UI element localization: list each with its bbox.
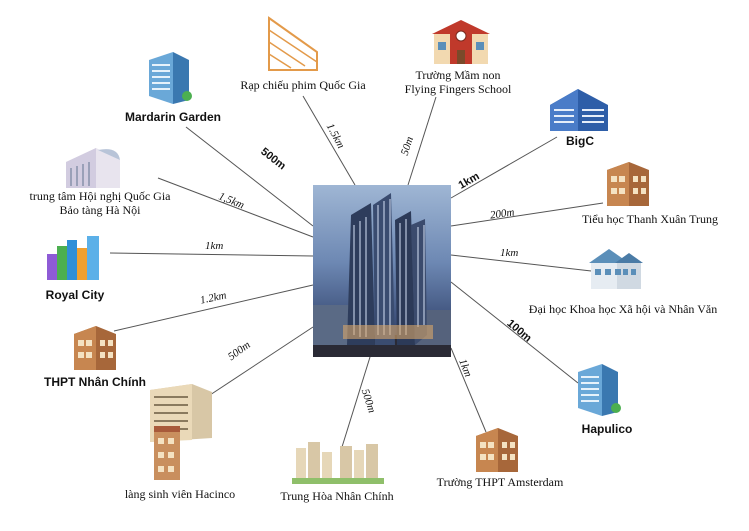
- place-label: Rạp chiếu phim Quốc Gia: [240, 78, 366, 92]
- dormitory-building-icon: [148, 382, 214, 487]
- place-label: Hapulico: [581, 422, 633, 436]
- place-amsterdam: Trường THPT Amsterdam: [425, 475, 575, 489]
- line-rap: [302, 95, 356, 186]
- school-building-icon: [70, 322, 120, 377]
- line-hapulico: [450, 281, 579, 384]
- line-nhanchinh: [113, 284, 314, 332]
- place-label: Mardarin Garden: [124, 110, 222, 124]
- place-trunghoa: Trung Hòa Nhân Chính: [262, 489, 412, 503]
- place-daihoc: Đại học Khoa học Xã hội và Nhân Văn: [503, 302, 743, 316]
- place-label: trung tâm Hội nghị Quốc Gia: [29, 189, 171, 203]
- place-nhanchinh: THPT Nhân Chính: [40, 375, 150, 389]
- line-daihoc: [450, 254, 601, 273]
- place-label: làng sinh viên Hacinco: [124, 487, 236, 501]
- office-building-icon: [572, 362, 624, 423]
- line-tieuhoc: [450, 202, 604, 227]
- distance-daihoc: 1km: [500, 247, 519, 259]
- line-hoinghi: [157, 177, 314, 238]
- place-mardarin: Mardarin Garden: [118, 110, 228, 124]
- place-label: Tiểu học Thanh Xuân Trung: [581, 212, 718, 226]
- office-building-icon: [143, 50, 195, 111]
- school-building-icon: [603, 158, 653, 213]
- line-trunghoa: [341, 356, 371, 448]
- cinema-building-icon: [265, 12, 321, 79]
- city-towers-icon: [292, 438, 384, 489]
- place-mamnon: Trường Mầm non Flying Fingers School: [388, 68, 528, 96]
- place-hapulico: Hapulico: [572, 422, 642, 436]
- school-building-icon: [472, 424, 522, 479]
- convention-center-icon: [62, 140, 124, 197]
- line-royal: [109, 252, 314, 257]
- place-label: Trường THPT Amsterdam: [436, 475, 564, 489]
- line-amsterdam: [450, 347, 487, 433]
- place-rap: Rạp chiếu phim Quốc Gia: [228, 78, 378, 92]
- place-label: Royal City: [45, 288, 105, 302]
- place-label: Đại học Khoa học Xã hội và Nhân Văn: [528, 302, 718, 316]
- place-label-2: Bảo tàng Hà Nội: [59, 203, 141, 217]
- place-label: BigC: [566, 134, 594, 148]
- place-label-2: Flying Fingers School: [404, 82, 512, 96]
- line-mamnon: [407, 96, 437, 186]
- city-towers-icon: [45, 234, 103, 287]
- place-royal: Royal City: [30, 288, 120, 302]
- place-bigc: BigC: [555, 134, 605, 148]
- school-building-icon: [430, 18, 492, 71]
- place-hoinghi: trung tâm Hội nghị Quốc Gia Bảo tàng Hà …: [20, 189, 180, 217]
- line-bigc: [450, 136, 558, 199]
- distance-royal: 1km: [205, 240, 224, 252]
- line-mardarin: [185, 126, 314, 227]
- place-label: THPT Nhân Chính: [44, 375, 146, 389]
- place-label: Trung Hòa Nhân Chính: [280, 489, 394, 503]
- office-building-icon: [548, 85, 610, 138]
- apartment-tower-photo: [313, 185, 451, 357]
- line-hacinco: [209, 326, 314, 396]
- place-tieuhoc: Tiểu học Thanh Xuân Trung: [570, 212, 730, 226]
- place-hacinco: làng sinh viên Hacinco: [110, 487, 250, 501]
- place-label: Trường Mầm non: [415, 68, 501, 82]
- university-house-icon: [585, 245, 645, 296]
